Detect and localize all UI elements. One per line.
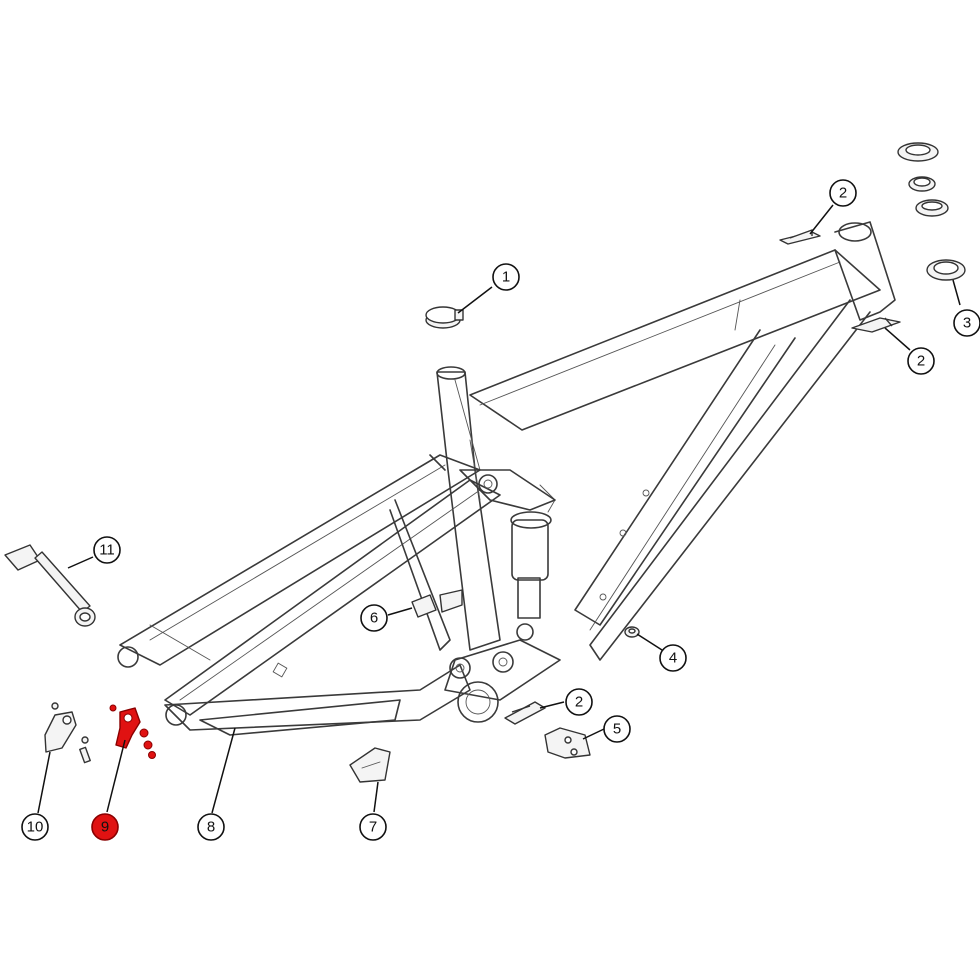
callout-2-top-label: 2: [839, 185, 847, 202]
headset-part: [897, 142, 966, 281]
seat-clamp-part: [425, 306, 464, 329]
thru-axle-part: [4, 544, 96, 627]
callout-10: 10: [21, 813, 49, 841]
chainstay-protector-part: [349, 747, 391, 783]
callout-11: 11: [93, 536, 121, 564]
callout-1: 1: [492, 263, 520, 291]
callout-5: 5: [603, 715, 631, 743]
leader-lines: [37, 204, 961, 814]
callout-7-label: 7: [369, 819, 377, 836]
main-frame: [436, 221, 896, 723]
grommet-part: [624, 626, 640, 638]
derailleur-hanger-part: [109, 704, 156, 759]
cable-guide-bb-part: [504, 701, 546, 725]
seat-tube-guide-part: [411, 589, 463, 618]
callout-8: 8: [197, 813, 225, 841]
callout-1-label: 1: [502, 269, 510, 286]
rear-triangle: [117, 454, 556, 736]
callout-2-bb: 2: [565, 688, 593, 716]
callout-6: 6: [360, 604, 388, 632]
callout-4: 4: [659, 644, 687, 672]
callout-2-head: 2: [907, 347, 935, 375]
callout-2-bb-label: 2: [575, 694, 583, 711]
cable-guide-head-part: [851, 317, 901, 333]
callout-9: 9: [91, 813, 119, 841]
callout-9-label: 9: [101, 819, 109, 836]
callout-10-label: 10: [27, 819, 44, 836]
callout-4-label: 4: [669, 650, 677, 667]
callout-2-head-label: 2: [917, 353, 925, 370]
callout-5-label: 5: [613, 721, 621, 738]
dropout-part: [44, 702, 91, 764]
callout-6-label: 6: [370, 610, 378, 627]
callout-11-label: 11: [99, 542, 115, 559]
callout-2-top: 2: [829, 179, 857, 207]
callout-8-label: 8: [207, 819, 215, 836]
chain-guide-part: [544, 727, 591, 759]
callout-3-label: 3: [963, 315, 971, 332]
cable-guide-top-part: [779, 229, 821, 245]
callout-7: 7: [359, 813, 387, 841]
callout-3: 3: [953, 309, 980, 337]
